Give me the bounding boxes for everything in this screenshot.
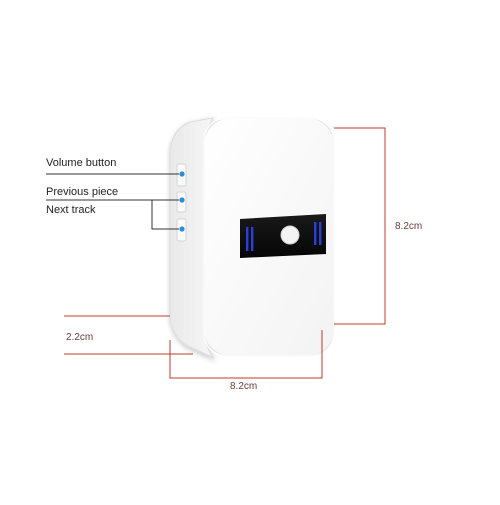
control-panel (240, 214, 326, 258)
right-indicator-bars (314, 222, 317, 245)
leader-lines (46, 173, 179, 230)
next-track-label: Next track (46, 204, 96, 216)
height-dimension: 8.2cm (395, 221, 423, 232)
previous-piece-label: Previous piece (46, 186, 119, 198)
previous-dot (179, 197, 185, 203)
volume-button-label: Volume button (46, 157, 117, 169)
width-dimension: 8.2cm (230, 381, 258, 392)
volume-dot (179, 171, 185, 177)
next-dot (179, 226, 185, 232)
side-buttons (176, 163, 187, 242)
center-button (280, 225, 300, 245)
dimension-lines (64, 127, 386, 379)
left-indicator-bars (246, 227, 249, 251)
depth-dimension: 2.2cm (66, 332, 94, 343)
